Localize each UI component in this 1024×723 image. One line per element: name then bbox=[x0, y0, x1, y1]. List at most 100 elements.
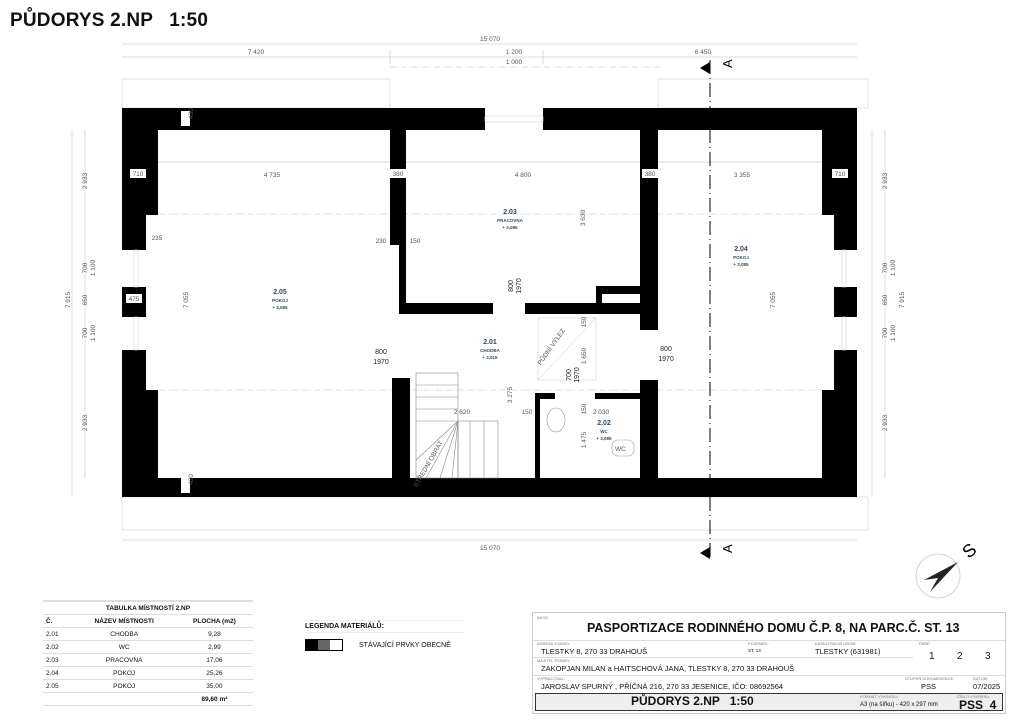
cell: 2,99 bbox=[175, 640, 253, 654]
caption: ČÍSLO VÝKRESU: bbox=[957, 694, 991, 699]
svg-text:PŮDNÍ VÝLEZ: PŮDNÍ VÝLEZ bbox=[535, 327, 567, 367]
author: JAROSLAV SPURNÝ , PŘÍČNÁ 216, 270 33 JES… bbox=[541, 682, 784, 691]
svg-text:7 420: 7 420 bbox=[248, 49, 265, 56]
drawing-number: PSS_4 bbox=[959, 698, 997, 712]
room-tag-2.04[interactable]: 2.04 POKOJ + 3,085 bbox=[733, 246, 749, 267]
svg-text:2.01: 2.01 bbox=[483, 339, 497, 346]
table-header: Č. bbox=[43, 614, 73, 628]
svg-text:2.05: 2.05 bbox=[273, 289, 287, 296]
svg-text:1970: 1970 bbox=[574, 367, 581, 383]
svg-text:+ 3,015: + 3,015 bbox=[482, 355, 498, 360]
attic-hatch bbox=[537, 317, 597, 381]
svg-text:710: 710 bbox=[133, 171, 144, 178]
svg-text:150: 150 bbox=[581, 316, 588, 327]
svg-text:430: 430 bbox=[188, 474, 195, 485]
cell: POKOJ bbox=[72, 666, 176, 680]
svg-text:1970: 1970 bbox=[373, 359, 389, 366]
room-table: TABULKA MÍSTNOSTÍ 2.NP Č. NÁZEV MÍSTNOST… bbox=[43, 600, 253, 706]
svg-text:1 475: 1 475 bbox=[581, 431, 588, 448]
svg-text:4 735: 4 735 bbox=[264, 172, 281, 179]
section-label-top: A bbox=[720, 59, 735, 68]
svg-text:+ 3,085: + 3,085 bbox=[272, 305, 288, 310]
legend-title: LEGENDA MATERIÁLŮ: bbox=[305, 620, 465, 633]
table-header: NÁZEV MÍSTNOSTI bbox=[72, 614, 176, 628]
svg-text:2 030: 2 030 bbox=[593, 409, 610, 416]
cell: 2.03 bbox=[43, 653, 73, 667]
svg-text:700: 700 bbox=[566, 369, 573, 381]
room-tag-2.02[interactable]: 2.02 WC + 3,085 bbox=[596, 420, 612, 441]
section-arrow-bottom[interactable] bbox=[700, 547, 710, 559]
owner: ZAKOPJAN MILAN a HAITSCHOVÁ JANA, TLESTK… bbox=[541, 664, 795, 673]
floor-plan: WC A A S 15 070 7 420 1 200 1 000 6 450 … bbox=[65, 36, 980, 599]
svg-text:710: 710 bbox=[835, 171, 846, 178]
svg-text:150: 150 bbox=[522, 409, 533, 416]
svg-text:1 100: 1 100 bbox=[890, 259, 897, 276]
legend-label: STÁVAJÍCÍ PRVKY OBECNĚ bbox=[359, 641, 451, 649]
windows bbox=[133, 115, 847, 351]
svg-text:1 000: 1 000 bbox=[506, 59, 523, 66]
svg-text:380: 380 bbox=[393, 171, 404, 178]
toilet-icon bbox=[611, 439, 635, 457]
cell: WC bbox=[72, 640, 176, 654]
copy-number: 1 bbox=[929, 651, 935, 662]
svg-text:800: 800 bbox=[375, 349, 387, 356]
svg-text:S: S bbox=[958, 539, 980, 562]
svg-text:+ 3,085: + 3,085 bbox=[596, 436, 612, 441]
doc-stage: PSS bbox=[921, 682, 937, 691]
svg-text:380: 380 bbox=[645, 171, 656, 178]
caption: VYPRACOVAL: bbox=[537, 676, 565, 681]
svg-text:4 800: 4 800 bbox=[515, 172, 532, 179]
cell: 17,06 bbox=[175, 653, 253, 667]
table-total: 89,60 m² bbox=[175, 692, 253, 706]
drawing-title: PŮDORYS 2.NP 1:50 bbox=[631, 694, 754, 708]
svg-text:150: 150 bbox=[410, 238, 421, 245]
svg-text:1 100: 1 100 bbox=[90, 324, 97, 341]
svg-text:6 450: 6 450 bbox=[695, 49, 712, 56]
parcel: ST. 13 bbox=[748, 648, 761, 653]
north-arrow-icon: S bbox=[915, 539, 980, 599]
cell: POKOJ bbox=[72, 679, 176, 693]
cell: 2.05 bbox=[43, 679, 73, 693]
dimension-lines bbox=[71, 43, 886, 541]
room-tag-2.05[interactable]: 2.05 POKOJ + 3,085 bbox=[272, 289, 288, 310]
caption: KATASTRÁLNÍ ÚZEMÍ: bbox=[815, 641, 857, 646]
svg-text:2.04: 2.04 bbox=[734, 246, 748, 253]
date: 07/2025 bbox=[973, 682, 1001, 691]
svg-text:150: 150 bbox=[581, 403, 588, 414]
svg-text:650: 650 bbox=[82, 294, 89, 305]
svg-text:3 275: 3 275 bbox=[507, 386, 514, 403]
caption: MAJITEL STAVBY: bbox=[537, 658, 571, 663]
caption: STUPEŇ DOKUMENTACE: bbox=[905, 676, 955, 681]
svg-text:POKOJ: POKOJ bbox=[272, 298, 288, 303]
svg-text:POKOJ: POKOJ bbox=[733, 255, 749, 260]
svg-text:430: 430 bbox=[188, 108, 195, 119]
room-tag-2.01[interactable]: 2.01 CHODBA + 3,015 bbox=[480, 339, 500, 360]
section-arrow-top[interactable] bbox=[700, 62, 710, 74]
svg-text:3 630: 3 630 bbox=[580, 209, 587, 226]
wc-fixture-label: WC bbox=[615, 446, 626, 453]
legend-swatch bbox=[305, 639, 343, 651]
address: TLESTKY 8, 270 33 DRAHOUŠ bbox=[541, 647, 648, 656]
title-block: AKCE: PASPORTIZACE RODINNÉHO DOMU Č.P. 8… bbox=[532, 612, 1006, 714]
svg-text:7 055: 7 055 bbox=[183, 291, 190, 308]
svg-text:2.02: 2.02 bbox=[597, 420, 611, 427]
table-header: PLOCHA (m2) bbox=[175, 614, 253, 628]
cell: 35,00 bbox=[175, 679, 253, 693]
cell: PRACOVNA bbox=[72, 653, 176, 667]
table-title: TABULKA MÍSTNOSTÍ 2.NP bbox=[43, 600, 253, 615]
cell: 2.01 bbox=[43, 627, 73, 641]
svg-text:800: 800 bbox=[660, 346, 672, 353]
cell: 25,26 bbox=[175, 666, 253, 680]
walls bbox=[122, 108, 857, 497]
svg-text:7 055: 7 055 bbox=[770, 291, 777, 308]
svg-text:1 100: 1 100 bbox=[90, 259, 97, 276]
svg-text:PRACOVNA: PRACOVNA bbox=[497, 218, 524, 223]
svg-text:800: 800 bbox=[508, 280, 515, 292]
caption: AKCE: bbox=[537, 615, 550, 620]
room-tag-2.03[interactable]: 2.03 PRACOVNA + 3,085 bbox=[497, 209, 524, 230]
copy-number: 3 bbox=[985, 651, 991, 662]
